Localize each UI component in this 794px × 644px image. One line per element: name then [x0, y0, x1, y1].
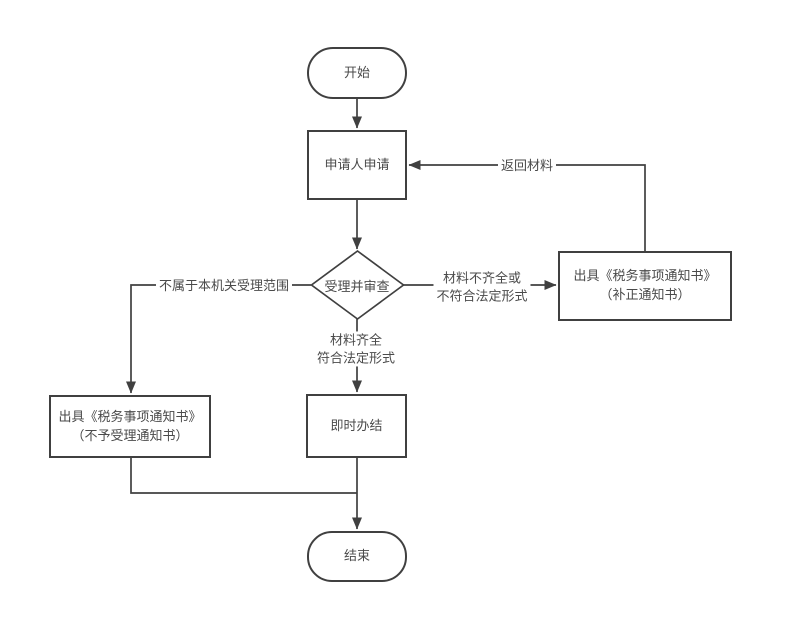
edge-label-return-materials: 返回材料	[497, 157, 557, 175]
immediate-node: 即时办结	[306, 394, 407, 458]
edge-label-materials-incomplete: 材料不齐全或 不符合法定形式	[433, 269, 531, 305]
edge-label-materials-complete: 材料齐全 符合法定形式	[313, 331, 399, 367]
review-decision-label: 受理并审查	[324, 278, 390, 294]
end-node: 结束	[307, 531, 407, 582]
notify-correction-node: 出具《税务事项通知书》 （补正通知书）	[558, 251, 732, 321]
edge-label-not-in-scope: 不属于本机关受理范围	[155, 277, 293, 295]
edge-correction-to-apply	[408, 160, 646, 251]
edge-rejection-to-merge	[130, 458, 357, 494]
apply-node: 申请人申请	[307, 130, 407, 200]
review-decision-shape	[310, 249, 405, 321]
edge-review-to-rejection	[126, 284, 311, 394]
start-node: 开始	[307, 47, 407, 99]
notify-rejection-node: 出具《税务事项通知书》 （不予受理通知书）	[49, 395, 211, 458]
